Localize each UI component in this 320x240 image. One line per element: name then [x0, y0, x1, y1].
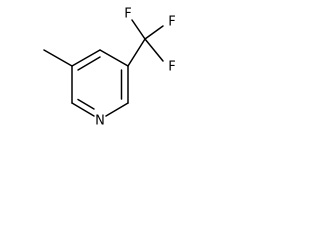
atom-label-nitrogen: N	[95, 114, 105, 129]
bond-c-f2	[144, 25, 164, 40]
bond-cf3	[127, 38, 146, 67]
bond-methyl	[43, 49, 73, 67]
structure-drawing: N F F F	[43, 7, 176, 129]
bond-c-f1	[131, 19, 146, 40]
atom-label-fluorine-3: F	[168, 60, 175, 75]
bond-c6-n1	[105, 102, 129, 117]
bond-c4-c5	[99, 49, 129, 67]
atom-label-fluorine-1: F	[124, 7, 131, 22]
bond-n1-c2	[71, 102, 95, 117]
bond-c3-c4	[71, 49, 101, 67]
atom-label-fluorine-2: F	[168, 15, 175, 30]
bond-c-f3	[144, 38, 164, 62]
bond-n1-c2-inner	[77, 98, 95, 110]
bond-c3-c4-inner	[77, 56, 101, 71]
chemical-structure-canvas: N F F F	[0, 0, 184, 138]
